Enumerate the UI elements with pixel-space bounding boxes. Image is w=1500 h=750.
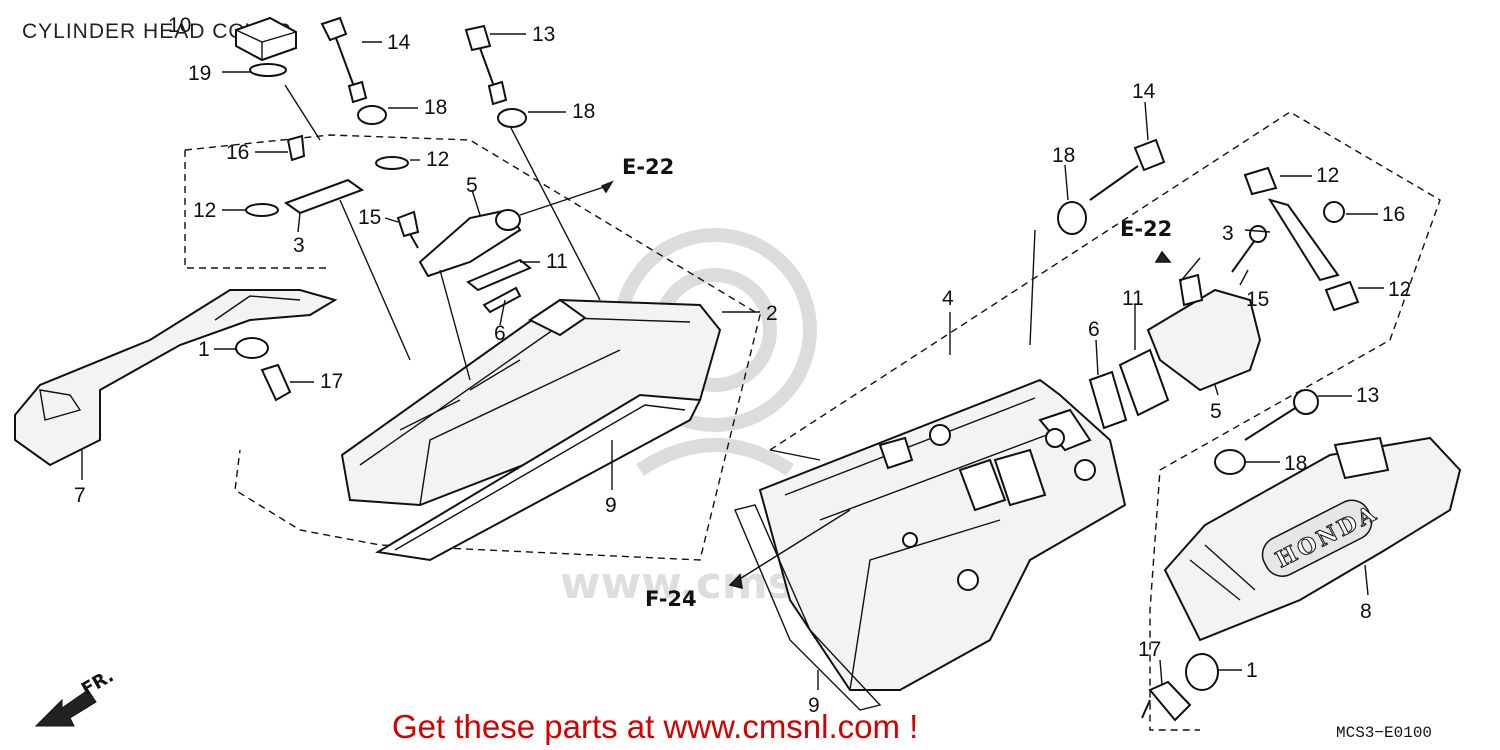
callout-17-right: 17 (1138, 638, 1161, 661)
bolt-13-right (1244, 389, 1319, 441)
callout-15-left: 15 (358, 206, 381, 229)
bolt-14-left (320, 16, 368, 104)
callout-5-left: 5 (466, 174, 478, 197)
callout-6-right: 6 (1088, 318, 1100, 341)
callout-15-right: 15 (1246, 288, 1269, 311)
callout-9-left: 9 (605, 494, 617, 517)
oil-filler-cap (235, 16, 297, 62)
grommet-1-right (1185, 653, 1219, 691)
plate-6-left (482, 286, 522, 314)
callout-labels: 10 19 14 13 18 18 16 12 12 15 3 5 11 6 2… (74, 14, 1411, 717)
callout-6-left: 6 (494, 322, 506, 345)
gasket-9-left (375, 393, 702, 562)
callout-14-right: 14 (1132, 80, 1156, 103)
promo-link-text: Get these parts at www.cmsnl.com ! (392, 708, 918, 745)
right-group-outline (769, 111, 1441, 731)
gasket-9-right (734, 504, 882, 711)
grommet-1-left (235, 337, 269, 359)
right-group-frame (769, 229, 1036, 461)
callout-12-left-a: 12 (426, 148, 449, 171)
plate-6-right (1088, 370, 1128, 430)
sensor-17-left (260, 363, 292, 402)
washer-18-right-bottom (1214, 449, 1246, 475)
gasket-11-left (466, 258, 532, 292)
washer-18-right-top (1057, 201, 1087, 235)
breather-5-left (418, 208, 522, 278)
gasket-11-right (1118, 348, 1170, 417)
left-group-outline (184, 134, 761, 561)
breather-5-right (1146, 273, 1262, 392)
callout-1-right: 1 (1246, 659, 1258, 682)
callout-19: 19 (188, 62, 211, 85)
callout-11-left: 11 (546, 250, 568, 273)
ref-e22-left: E-22 (622, 155, 674, 179)
ornament-cover-8: HONDA (1163, 436, 1462, 642)
callout-17-left: 17 (320, 370, 343, 393)
callout-18-left-b: 18 (572, 100, 595, 123)
callout-12-left-b: 12 (193, 199, 216, 222)
plate-3-right (1267, 198, 1340, 282)
plate-3-left (245, 134, 409, 217)
bolt-16-right (1323, 201, 1345, 223)
callout-13-right: 13 (1356, 384, 1379, 407)
callout-14-left: 14 (387, 31, 411, 54)
callout-18-left-a: 18 (424, 96, 447, 119)
callout-12-right-a: 12 (1316, 164, 1339, 187)
leaders-left (81, 33, 760, 490)
bolt-13-left (464, 24, 508, 106)
callout-5-right: 5 (1210, 400, 1222, 423)
callout-11-right: 11 (1122, 287, 1144, 310)
callout-8: 8 (1360, 600, 1372, 623)
callout-1-left: 1 (198, 338, 210, 361)
bolt-15-left (396, 210, 420, 249)
callout-16-left: 16 (226, 141, 249, 164)
callout-10: 10 (168, 14, 191, 37)
callout-13-left: 13 (532, 23, 555, 46)
callout-9-right: 9 (808, 694, 820, 717)
callout-7: 7 (74, 484, 86, 507)
callout-2: 2 (766, 302, 778, 325)
callout-3-right: 3 (1222, 222, 1234, 245)
bolt-15-right (1231, 225, 1267, 273)
grommet-12-right-top (1243, 166, 1278, 196)
sensor-17-right (1141, 680, 1192, 722)
ref-e22-right: E-22 (1120, 217, 1172, 241)
front-direction-arrow: FR. (34, 665, 117, 727)
ref-f24: F-24 (645, 587, 697, 611)
side-cover-7 (14, 289, 338, 467)
callout-4: 4 (942, 287, 954, 310)
o-ring-19 (249, 63, 287, 77)
callout-18-right-b: 18 (1284, 452, 1307, 475)
washers-18-left (357, 105, 527, 128)
callout-16-right: 16 (1382, 203, 1405, 226)
callout-12-right-b: 12 (1388, 278, 1411, 301)
bolt-14-right (1089, 138, 1166, 201)
reference-labels: E-22 E-22 F-24 (622, 155, 1172, 611)
callout-3-left: 3 (293, 234, 305, 257)
grommet-12-right-bottom (1324, 280, 1360, 312)
diagram-title: CYLINDER HEAD COVER (22, 20, 292, 43)
callout-18-right-a: 18 (1052, 144, 1075, 167)
cylinder-head-cover-4 (758, 378, 1127, 691)
diagram-code: MCS3−E0100 (1336, 724, 1432, 742)
leaders-right (729, 101, 1384, 690)
reference-arrows (600, 180, 1172, 590)
